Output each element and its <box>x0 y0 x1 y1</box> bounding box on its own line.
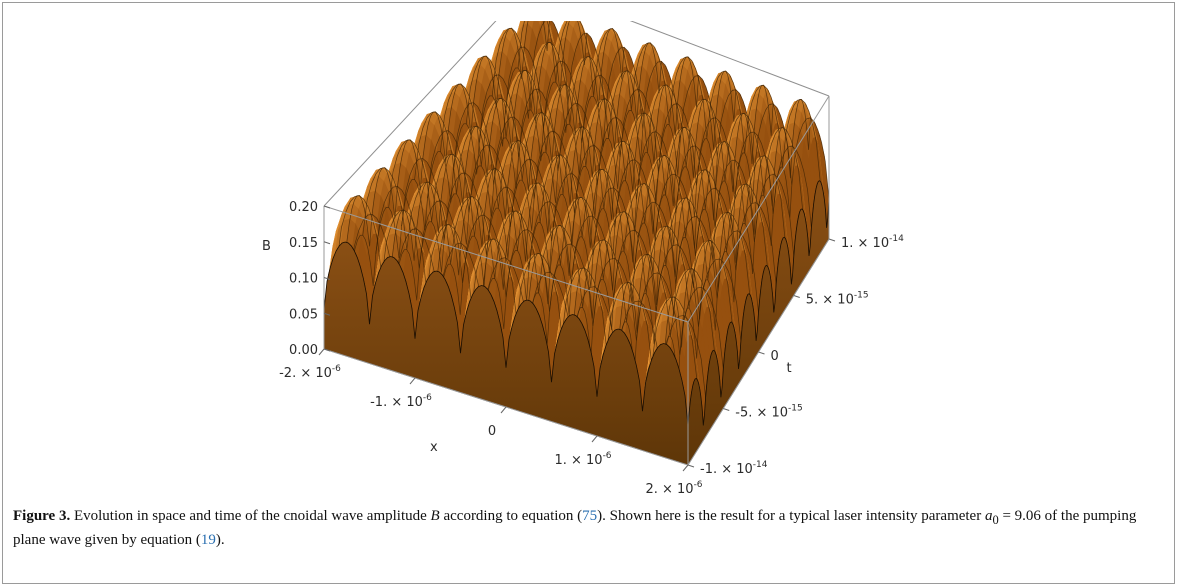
caption-text: = 9.06 of the pumping plane wave given b… <box>13 508 1137 548</box>
caption-variable-a: a <box>984 508 993 524</box>
b-tick-label: 0.15 <box>289 236 318 251</box>
equation-link-19[interactable]: 19 <box>200 532 216 548</box>
t-tick-label: 1. × 10-14 <box>841 234 904 251</box>
mesh-line <box>642 166 793 416</box>
mesh-line <box>573 70 737 319</box>
box-edge <box>323 205 689 323</box>
wave-surface <box>323 21 830 467</box>
x-tick-label: -2. × 10-6 <box>279 364 341 381</box>
equation-link-75[interactable]: 75 <box>582 508 598 524</box>
mesh-line <box>504 46 812 228</box>
mesh-line <box>551 138 718 387</box>
t-tick-label: -1. × 10-14 <box>700 460 768 477</box>
mesh-line <box>530 21 830 200</box>
t-tick-label: 0 <box>771 349 779 364</box>
surface-plot-svg: 0.00 0.05 0.10 0.15 0.20 -2. × 10-6 -1. × 10-… <box>262 21 904 493</box>
x-axis-ticks: -2. × 10-6 -1. × 10-6 0 1. × 10-6 2. × 10-6 <box>279 348 703 493</box>
mesh-line <box>465 55 786 238</box>
box-edge <box>323 21 497 207</box>
caption-text: according to equation ( <box>439 508 583 524</box>
box-edge <box>629 21 830 97</box>
mesh-line <box>478 74 795 257</box>
mesh-line <box>505 124 681 372</box>
b-tick-label: 0.00 <box>289 343 318 358</box>
b-axis-ticks: 0.00 0.05 0.10 0.15 0.20 <box>289 200 331 358</box>
x-axis-label: x <box>430 440 438 455</box>
caption-text: Evolution in space and time of the cnoid… <box>70 508 431 524</box>
t-axis-ticks: -1. × 10-14 -5. × 10-15 0 5. × 10-15 1. × 10… <box>687 234 904 477</box>
surface-plot: 0.00 0.05 0.10 0.15 0.20 -2. × 10-6 -1. × 10-… <box>233 21 953 493</box>
box-edge <box>687 95 830 323</box>
b-tick-label: 0.05 <box>289 307 318 322</box>
surface-side-face <box>687 180 830 467</box>
x-tick-label: 1. × 10-6 <box>554 451 611 468</box>
x-tick-label: -1. × 10-6 <box>370 393 432 410</box>
mesh-line <box>453 102 777 285</box>
caption-text: ). <box>215 532 225 548</box>
caption-text: ). Shown here is the result for a typica… <box>597 508 985 524</box>
figure-caption: Figure 3. Evolution in space and time of… <box>13 506 1163 550</box>
b-axis-label: B <box>262 239 271 254</box>
mesh-line <box>517 21 821 182</box>
b-tick-label: 0.20 <box>289 200 318 215</box>
caption-label: Figure 3. <box>13 508 71 524</box>
b-tick-label: 0.10 <box>289 272 318 287</box>
t-tick-label: 5. × 10-15 <box>806 291 869 308</box>
surface-side-face <box>323 241 689 466</box>
mesh-line <box>528 56 699 305</box>
t-axis-label: t <box>787 361 792 376</box>
x-tick-label: 2. × 10-6 <box>645 480 702 493</box>
caption-subscript: 0 <box>992 513 999 527</box>
mesh-line <box>491 27 803 210</box>
mesh-line <box>596 152 755 401</box>
caption-variable-b: B <box>430 508 440 524</box>
t-tick-label: -5. × 10-15 <box>735 404 803 421</box>
x-tick-label: 0 <box>488 424 496 439</box>
mesh-line <box>440 83 768 266</box>
